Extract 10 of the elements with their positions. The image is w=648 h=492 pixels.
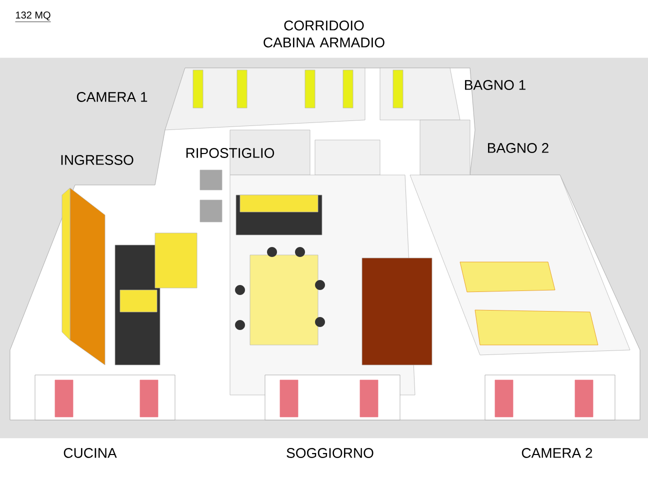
room-label: CAMERA 1 — [76, 92, 148, 102]
area-label: 132 MQ — [15, 12, 51, 22]
room-label: BAGNO 1 — [465, 80, 526, 90]
room-label: INGRESSO — [61, 155, 134, 165]
room-label: BAGNO 2 — [488, 143, 548, 153]
room-label: CUCINA — [64, 448, 117, 458]
room-label: CORRIDOIO CABINA ARMADIO — [264, 20, 384, 48]
room-label: RIPOSTIGLIO — [186, 148, 274, 158]
room-label: CAMERA 2 — [522, 448, 592, 458]
room-label: SOGGIORNO — [286, 448, 374, 458]
